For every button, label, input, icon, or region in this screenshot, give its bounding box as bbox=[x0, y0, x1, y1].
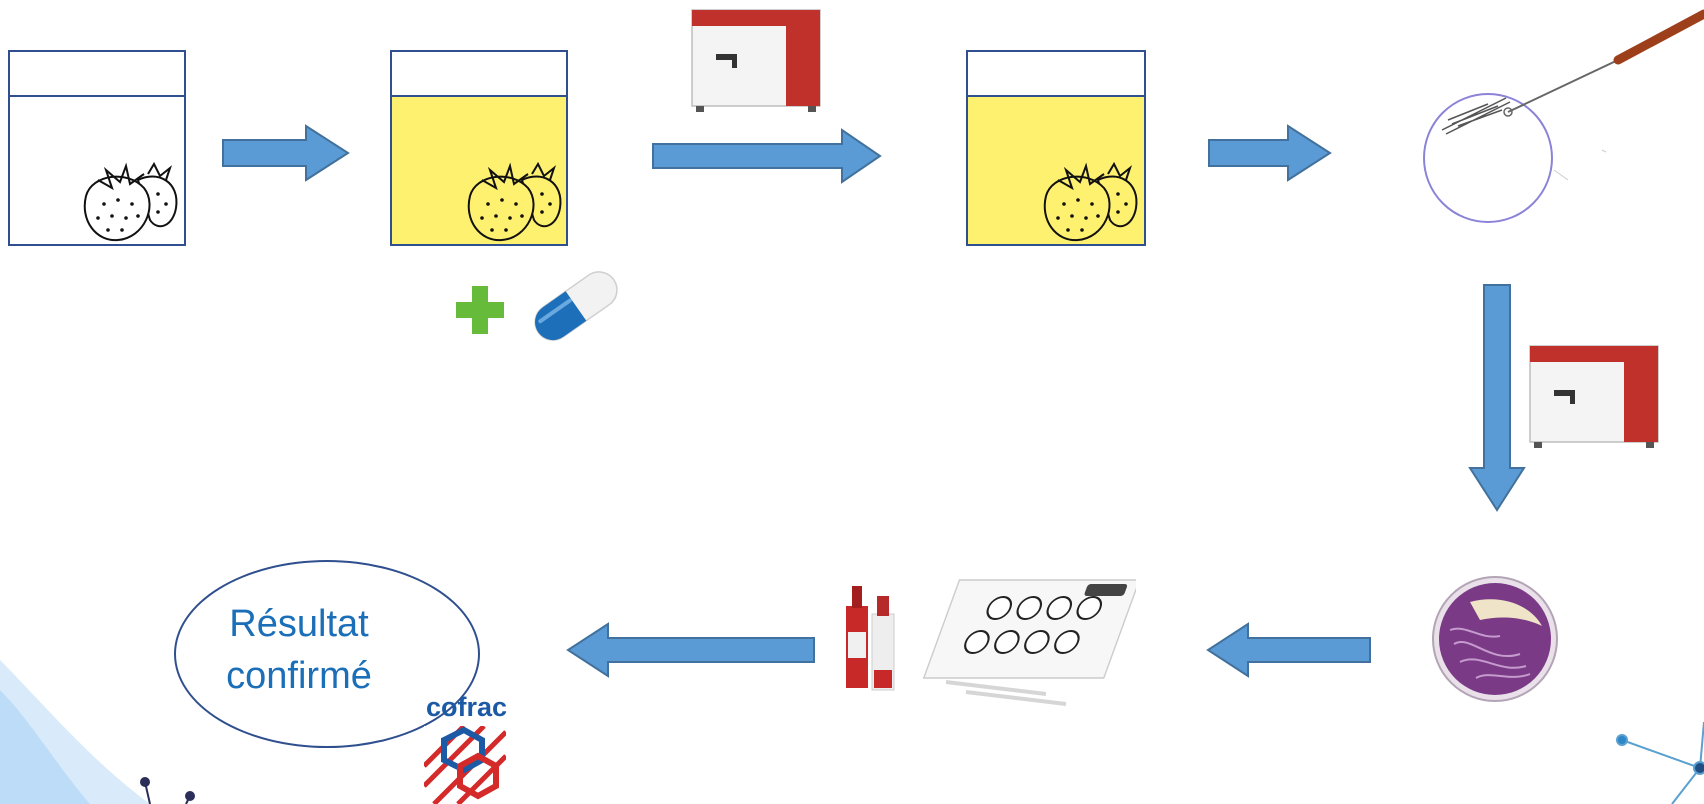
incubated-beaker-rim bbox=[968, 52, 1144, 97]
strawberry-icon bbox=[83, 161, 178, 242]
sample-beaker-rim bbox=[10, 52, 184, 97]
inoculation-loop-icon bbox=[1423, 9, 1704, 223]
petri-dish-icon bbox=[1432, 576, 1558, 702]
blue-swoosh-inner-shape bbox=[0, 690, 90, 804]
flow-arrow-left-2 bbox=[566, 622, 815, 678]
flow-arrow-right-2 bbox=[652, 128, 882, 184]
petri-dish-outline bbox=[1423, 93, 1553, 223]
network-nodes-left bbox=[140, 777, 195, 804]
result-label: Résultat confirmé bbox=[174, 598, 424, 702]
latex-agglutination-kit-icon bbox=[846, 579, 1136, 706]
enrichment-beaker-rim bbox=[392, 52, 566, 97]
incubator-icon bbox=[691, 9, 821, 112]
sample-beaker bbox=[8, 50, 186, 246]
strawberry-icon bbox=[467, 161, 562, 242]
result-line-2: confirmé bbox=[226, 655, 372, 697]
flow-arrow-right-3 bbox=[1208, 124, 1332, 182]
result-bubble bbox=[174, 560, 480, 748]
cofrac-logo-text: cofrac bbox=[426, 692, 508, 722]
flow-arrow-down bbox=[1468, 284, 1526, 512]
plus-icon bbox=[456, 286, 504, 334]
capsule-icon bbox=[534, 271, 618, 341]
result-line-1: Résultat bbox=[229, 603, 369, 645]
incubator-icon bbox=[1529, 345, 1659, 448]
strawberry-icon bbox=[1043, 161, 1138, 242]
flow-arrow-right-1 bbox=[222, 124, 350, 182]
flow-arrow-left-1 bbox=[1206, 622, 1371, 678]
cofrac-logo-icon bbox=[424, 726, 506, 804]
network-nodes-right bbox=[1616, 721, 1704, 804]
